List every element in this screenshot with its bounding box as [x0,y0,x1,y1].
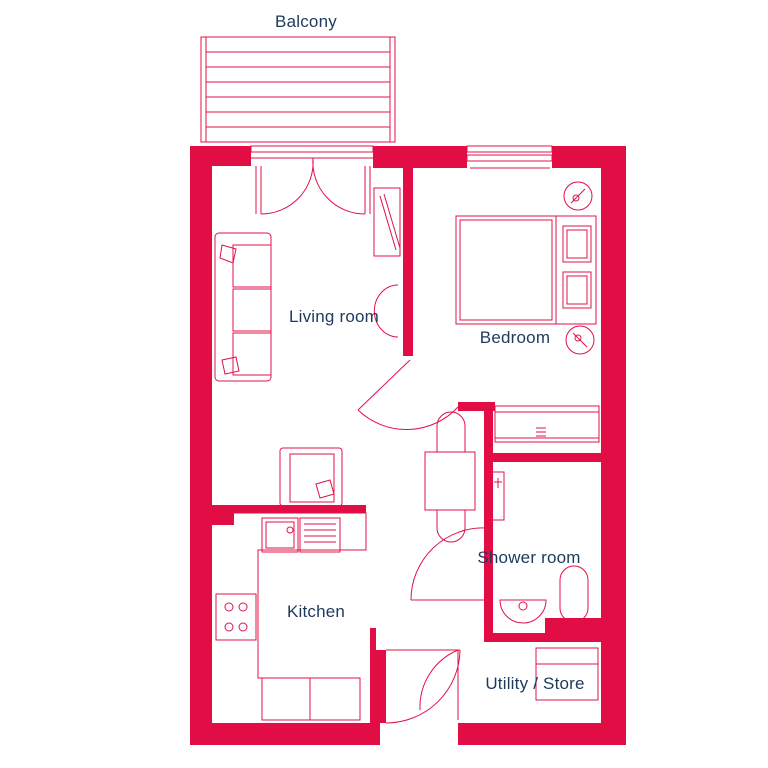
bedside-lamp-bottom [565,325,595,355]
armchair [279,447,343,507]
dining-set [424,411,476,543]
label-bedroom: Bedroom [480,328,550,347]
wall-left [190,146,380,745]
living-room-door [357,359,459,431]
tv-unit [373,187,401,257]
wall-right [601,146,626,745]
interior-walls [212,166,601,723]
bed [455,215,597,325]
wall-top-middle [373,146,467,168]
sofa [214,232,272,382]
label-utility-store: Utility / Store [485,674,584,693]
balcony-doors [255,157,371,215]
shower-room-door [410,527,487,601]
kitchen-units [234,512,367,721]
exterior-walls [190,146,626,745]
utility-door [419,649,459,720]
top-openings [250,145,553,169]
radiator [373,284,399,338]
hob [215,593,257,641]
wall-bottom-right [458,723,626,745]
label-balcony: Balcony [275,12,337,31]
utility-cupboard [535,647,599,701]
label-living-room: Living room [289,307,379,326]
label-shower-room: Shower room [477,548,580,567]
wardrobe [494,405,600,443]
balcony [200,36,396,143]
shower-room-fixtures [489,462,589,624]
label-kitchen: Kitchen [287,602,345,621]
bedside-lamp-top [563,181,593,211]
